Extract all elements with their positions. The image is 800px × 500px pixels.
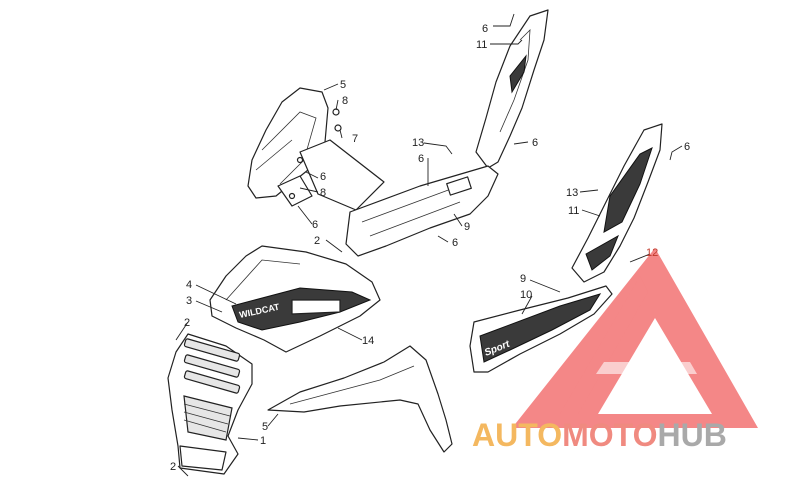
callout-6-hood-b: 6 bbox=[312, 219, 318, 231]
callout-6-right: 6 bbox=[532, 137, 538, 149]
callout-12: 12 bbox=[646, 247, 658, 259]
callout-9-right: 9 bbox=[520, 273, 526, 285]
callout-13-right: 13 bbox=[566, 187, 578, 199]
callout-11-top: 11 bbox=[476, 39, 487, 51]
callout-1: 1 bbox=[260, 435, 266, 447]
watermark-auto: AUTO bbox=[472, 417, 562, 453]
front-grille bbox=[167, 333, 253, 475]
main-hood bbox=[209, 245, 381, 353]
callout-13-mid: 13 bbox=[412, 137, 424, 149]
callout-8-top: 8 bbox=[342, 95, 348, 107]
leader-lines bbox=[175, 13, 683, 477]
watermark-moto: MOTO bbox=[562, 417, 657, 453]
watermark-logo bbox=[512, 248, 758, 428]
callout-14: 14 bbox=[362, 335, 374, 347]
callout-6-hood-a: 6 bbox=[320, 171, 326, 183]
callout-6-low: 6 bbox=[452, 237, 458, 249]
callout-6-far: 6 bbox=[684, 141, 690, 153]
callout-labels: 6 11 5 8 7 13 6 6 6 8 6 2 9 6 6 13 11 12… bbox=[170, 23, 690, 473]
front-bracket-assembly bbox=[247, 87, 385, 211]
callout-9-top: 9 bbox=[464, 221, 470, 233]
callout-2-bottom: 2 bbox=[170, 461, 176, 473]
callout-2-top: 2 bbox=[314, 235, 320, 247]
callout-4: 4 bbox=[186, 279, 192, 291]
watermark-text: AUTOMOTOHUB bbox=[472, 417, 727, 453]
callout-10: 10 bbox=[520, 289, 532, 301]
callout-11-right: 11 bbox=[568, 205, 579, 217]
watermark-hub: HUB bbox=[657, 417, 726, 453]
callout-2-mid: 2 bbox=[184, 317, 190, 329]
callout-7: 7 bbox=[352, 133, 358, 145]
callout-6-mid: 6 bbox=[418, 153, 424, 165]
callout-3: 3 bbox=[186, 295, 192, 307]
right-side-panel bbox=[469, 123, 663, 373]
callout-5-top: 5 bbox=[340, 79, 346, 91]
callout-5-low: 5 bbox=[262, 421, 268, 433]
front-fender bbox=[267, 345, 453, 453]
callout-8-low: 8 bbox=[320, 187, 326, 199]
left-side-panel bbox=[345, 9, 549, 257]
callout-6-top: 6 bbox=[482, 23, 488, 35]
